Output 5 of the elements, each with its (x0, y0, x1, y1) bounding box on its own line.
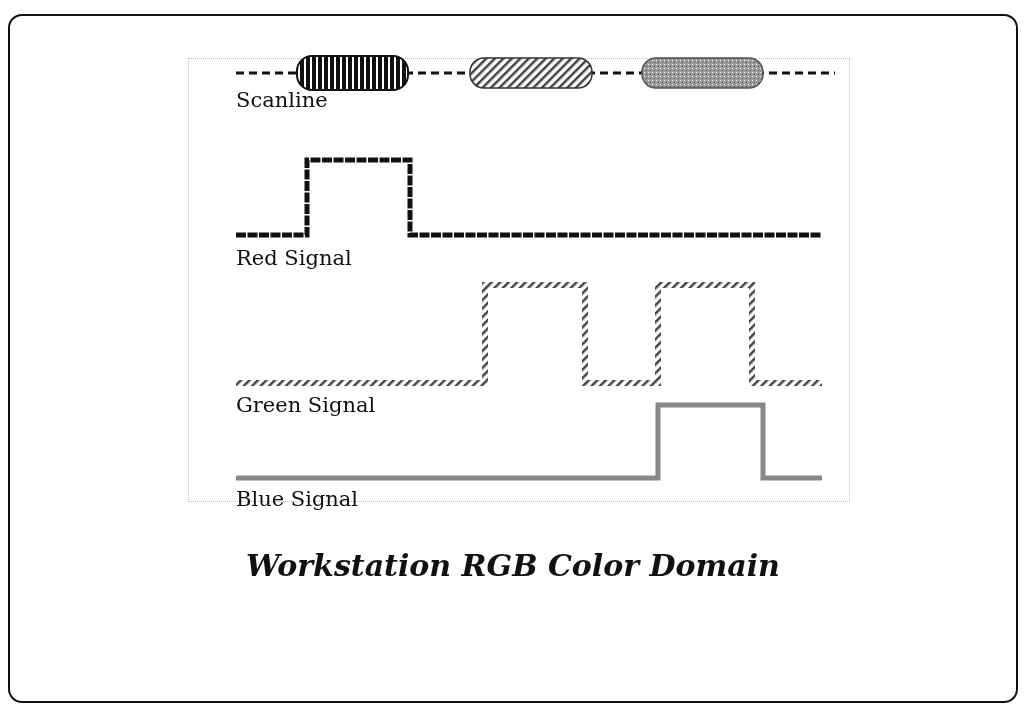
signal-label: Blue Signal (236, 487, 359, 511)
signal-label: Green Signal (236, 393, 376, 417)
signal-label: Red Signal (236, 246, 352, 270)
signal-label: Scanline (236, 88, 328, 112)
caption: Workstation RGB Color Domain (246, 548, 780, 583)
